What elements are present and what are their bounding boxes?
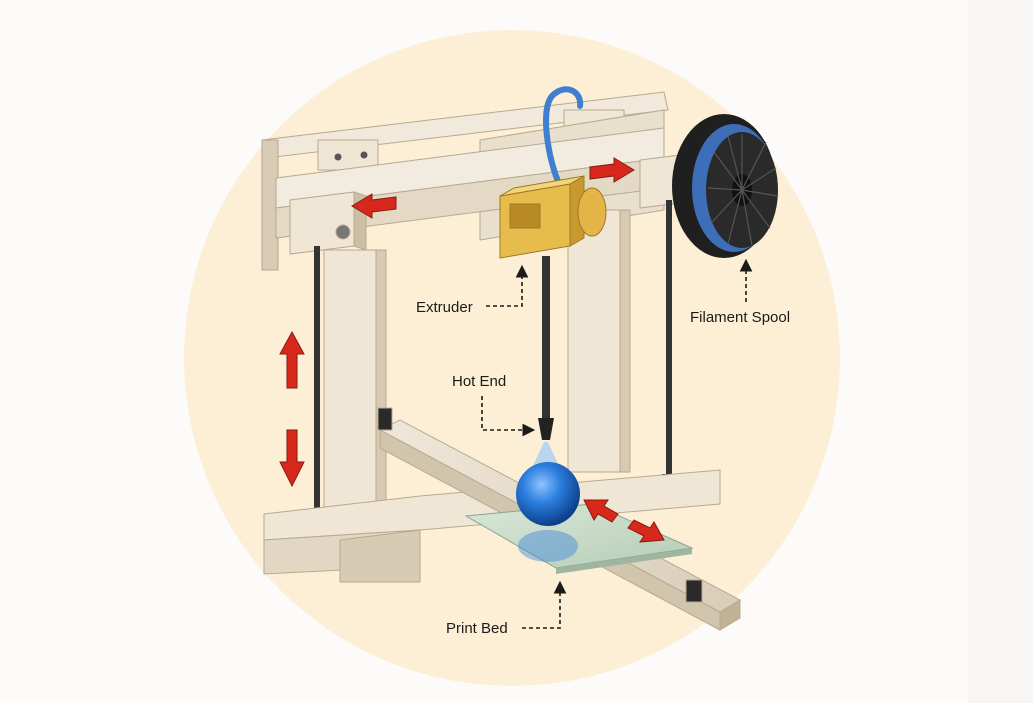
label-hot-end: Hot End [452, 373, 506, 390]
page-margin-strip [968, 0, 1033, 703]
y-axis-arrow-back [583, 499, 619, 523]
extruder-block [499, 175, 607, 259]
z-axis-arrow-up [279, 330, 305, 389]
filament-tube [543, 86, 584, 189]
left-z-rod [314, 246, 320, 516]
label-print-bed: Print Bed [446, 620, 508, 637]
x-axis-arrow-left [351, 193, 397, 219]
right-column [567, 209, 631, 473]
label-extruder: Extruder [416, 299, 473, 316]
right-z-rod [666, 200, 672, 480]
hot-end-barrel [542, 256, 550, 420]
left-column [323, 249, 387, 513]
print-bed [464, 503, 694, 574]
callouts [481, 258, 753, 629]
x-axis-arrow-right [589, 157, 635, 183]
z-axis-arrow-down [279, 429, 305, 488]
printed-sphere [516, 462, 580, 526]
label-filament-spool: Filament Spool [690, 309, 790, 326]
y-axis-arrow-front [627, 519, 665, 543]
hot-end-nozzle [538, 418, 554, 440]
motion-arrows [279, 157, 665, 543]
extrusion-stream [532, 442, 560, 468]
filament-spool [672, 114, 779, 258]
